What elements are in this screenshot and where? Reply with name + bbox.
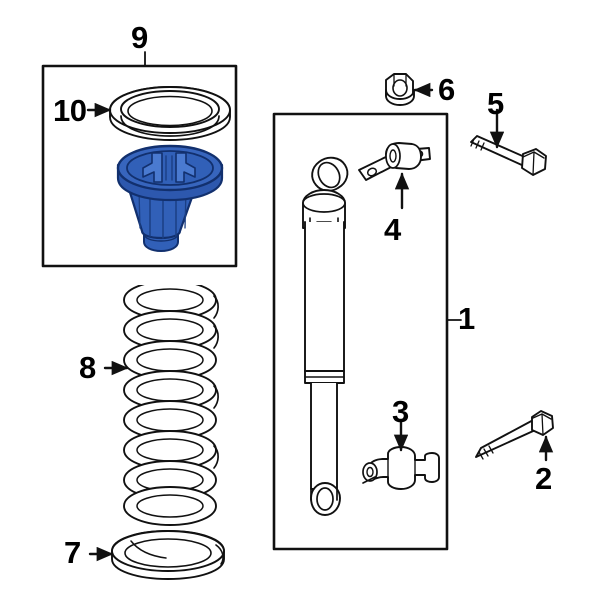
- part-5-upper-mounting-bolt: [470, 135, 547, 176]
- part-3-lower-bushing: [362, 446, 440, 490]
- callout-label-10: 10: [53, 93, 87, 128]
- callout-label-7: 7: [64, 535, 81, 570]
- callout-label-6: 6: [438, 72, 455, 107]
- callout-label-3: 3: [392, 394, 409, 429]
- part-9-upper-spring-mount: [116, 144, 224, 252]
- callout-label-5: 5: [487, 86, 504, 121]
- group-box-1: [272, 112, 462, 551]
- part-7-lower-spring-seat: [111, 530, 225, 580]
- part-2-lower-mounting-bolt: [475, 410, 554, 460]
- callout-label-4: 4: [384, 212, 401, 247]
- callout-label-2: 2: [535, 461, 552, 496]
- part-10-upper-spring-seat-ring: [109, 86, 231, 141]
- part-4-upper-bracket-bushing: [358, 142, 431, 181]
- callout-label-1: 1: [458, 301, 475, 336]
- part-6-flange-nut: [385, 73, 415, 106]
- part-1-shock-absorber: [302, 156, 349, 516]
- callout-label-8: 8: [79, 350, 96, 385]
- callout-label-9: 9: [131, 20, 148, 55]
- part-8-coil-spring: [123, 285, 219, 526]
